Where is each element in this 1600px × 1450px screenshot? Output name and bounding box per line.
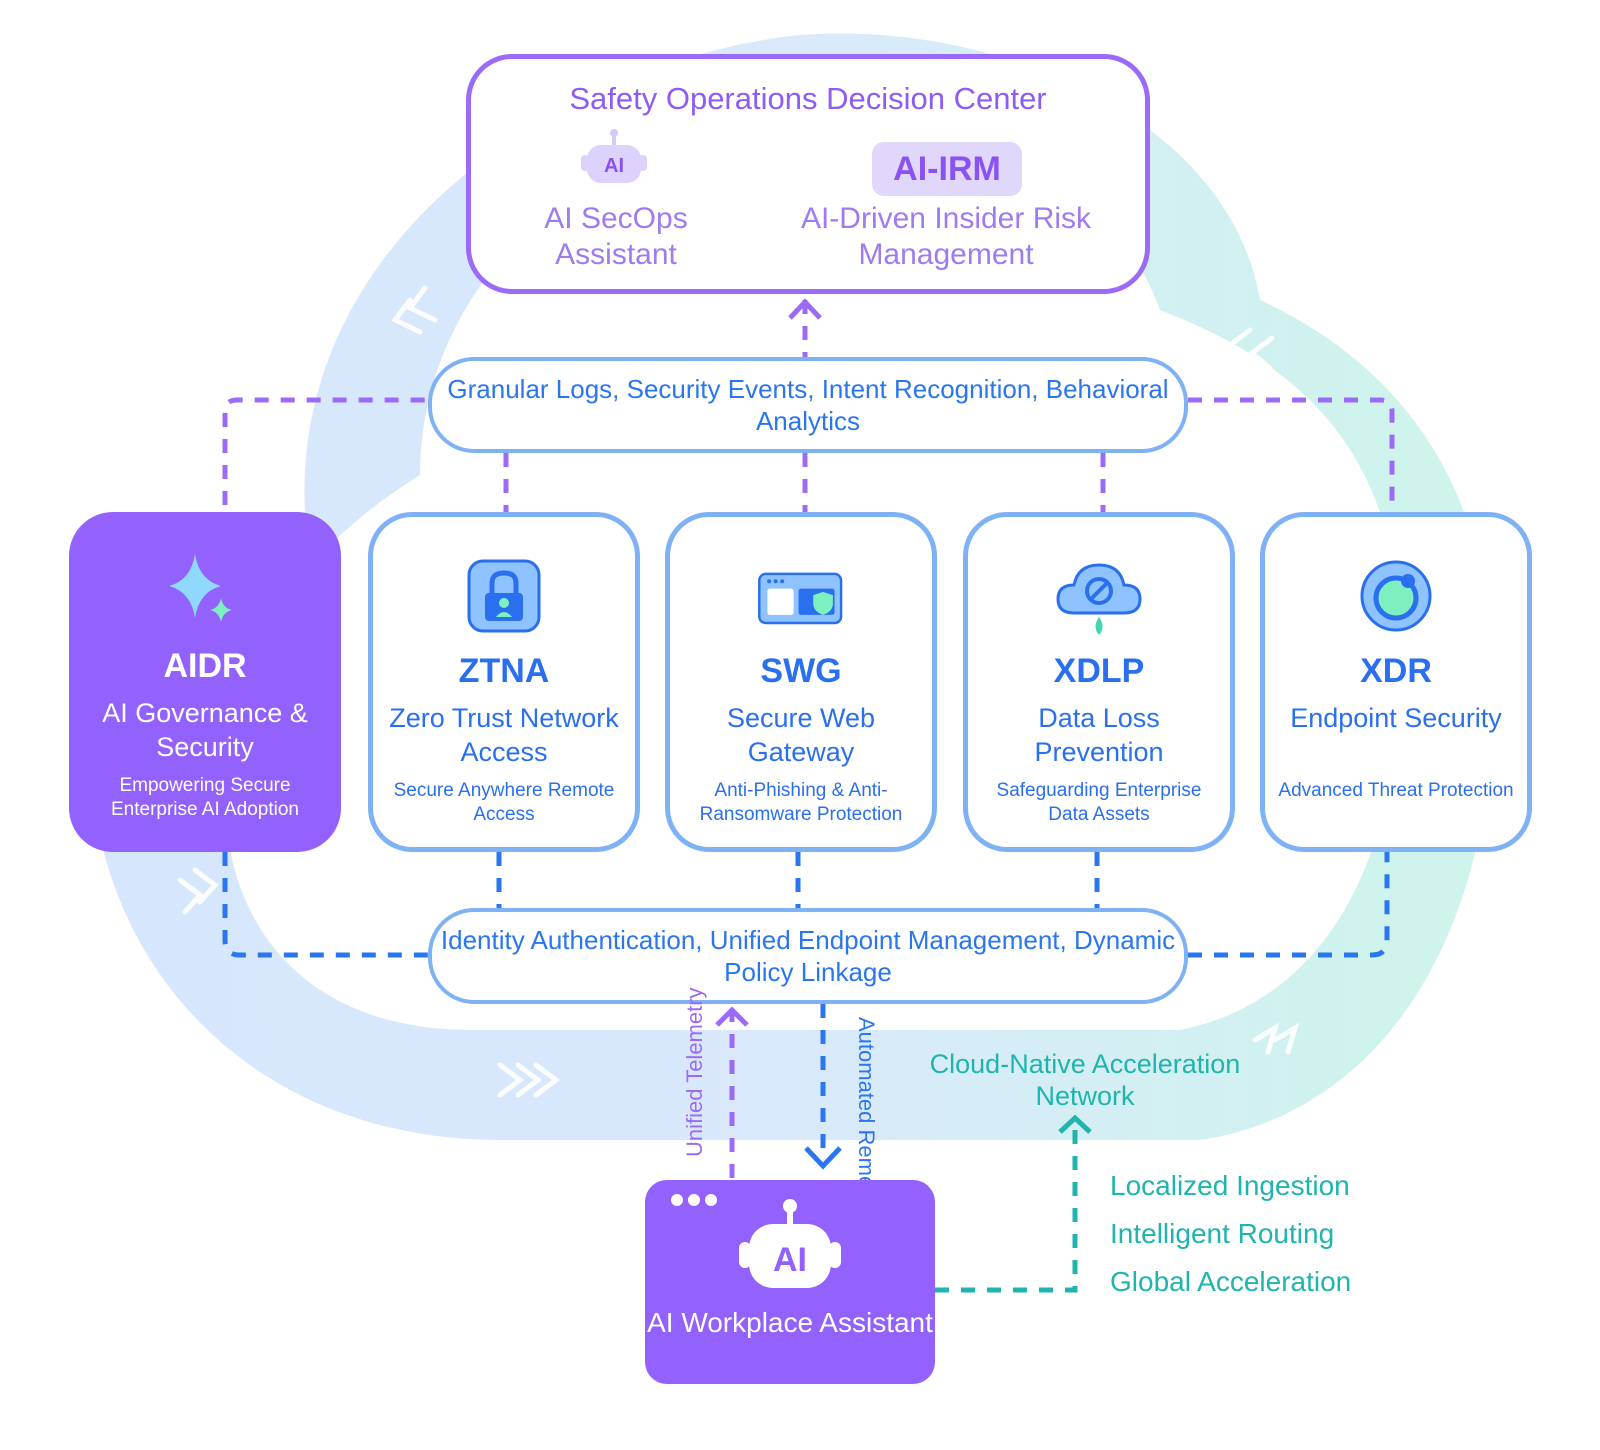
robot-icon: AI	[739, 1199, 841, 1288]
unified-telemetry-label: Unified Telemetry	[682, 987, 707, 1157]
lock-icon	[467, 559, 541, 633]
card-xdr-name: Endpoint Security	[1290, 703, 1502, 733]
target-icon	[1360, 560, 1432, 632]
feature-localized-ingestion: Localized Ingestion	[1110, 1170, 1350, 1201]
window-dots-icon	[671, 1194, 717, 1206]
logs-analytics-pill: Granular Logs, Security Events, Intent R…	[428, 357, 1188, 453]
card-xdr-abbr: XDR	[1360, 652, 1432, 690]
card-ztna: ZTNA Zero Trust Network Access Secure An…	[368, 512, 640, 852]
card-xdlp: XDLP Data Loss Prevention Safeguarding E…	[963, 512, 1235, 852]
feature-intelligent-routing: Intelligent Routing	[1110, 1218, 1335, 1249]
ai-workplace-assistant-panel: AI AI Workplace Assistant	[645, 1180, 935, 1384]
down-arrow-remediation	[804, 1146, 842, 1170]
card-swg: SWG Secure Web Gateway Anti-Phishing & A…	[665, 512, 937, 852]
ai-bot-icon-text: AI	[604, 155, 624, 177]
card-swg-abbr: SWG	[760, 652, 842, 690]
blue-connectors	[222, 852, 1390, 1160]
card-ztna-name: Zero Trust Network Access	[389, 703, 619, 767]
logs-analytics-text: Granular Logs, Security Events, Intent R…	[447, 374, 1169, 436]
card-ztna-abbr: ZTNA	[458, 652, 550, 690]
purple-connectors	[222, 300, 1395, 1178]
card-aidr-desc: Empowering Secure Enterprise AI Adoption	[110, 775, 299, 820]
assistant-label: AI Workplace Assistant	[647, 1307, 933, 1338]
browser-shield-icon	[758, 572, 843, 625]
insider-risk-label: AI-Driven Insider Risk Management	[800, 202, 1092, 271]
card-aidr-abbr: AIDR	[163, 647, 247, 685]
cloud-block-icon	[1056, 563, 1142, 635]
cloud-network-title: Cloud-Native Acceleration Network	[929, 1049, 1241, 1111]
identity-policy-text: Identity Authentication, Unified Endpoin…	[440, 925, 1176, 987]
identity-policy-pill: Identity Authentication, Unified Endpoin…	[428, 908, 1188, 1004]
secops-assistant-label: AI SecOps Assistant	[544, 202, 688, 271]
card-xdr: XDR Endpoint Security Advanced Threat Pr…	[1260, 512, 1532, 852]
ai-irm-badge: AI-IRM	[872, 142, 1022, 196]
card-aidr: AIDR AI Governance & Security Empowering…	[69, 512, 341, 852]
feature-global-acceleration: Global Acceleration	[1110, 1266, 1352, 1297]
teal-connector	[935, 1114, 1092, 1293]
sparkle-icon	[169, 554, 232, 622]
card-swg-name: Secure Web Gateway	[726, 703, 876, 767]
up-arrow-telemetry	[715, 1006, 749, 1027]
card-xdlp-desc: Safeguarding Enterprise Data Assets	[996, 780, 1202, 825]
ai-bot-icon: AI	[581, 129, 647, 183]
card-xdlp-abbr: XDLP	[1053, 652, 1145, 690]
card-swg-desc: Anti-Phishing & Anti-Ransomware Protecti…	[699, 780, 903, 825]
card-ztna-desc: Secure Anywhere Remote Access	[393, 780, 615, 825]
robot-icon-text: AI	[773, 1241, 807, 1279]
decision-center-title: Safety Operations Decision Center	[569, 81, 1047, 116]
ring-chevrons	[177, 285, 1300, 1098]
card-xdlp-name: Data Loss Prevention	[1034, 703, 1164, 767]
automated-remediation-label: Automated Remediation	[854, 1017, 879, 1254]
card-aidr-name: AI Governance & Security	[102, 698, 308, 762]
card-xdr-desc: Advanced Threat Protection	[1278, 780, 1514, 801]
up-arrow-decision	[788, 298, 822, 320]
decision-center-panel: Safety Operations Decision Center AI AI …	[466, 54, 1150, 294]
